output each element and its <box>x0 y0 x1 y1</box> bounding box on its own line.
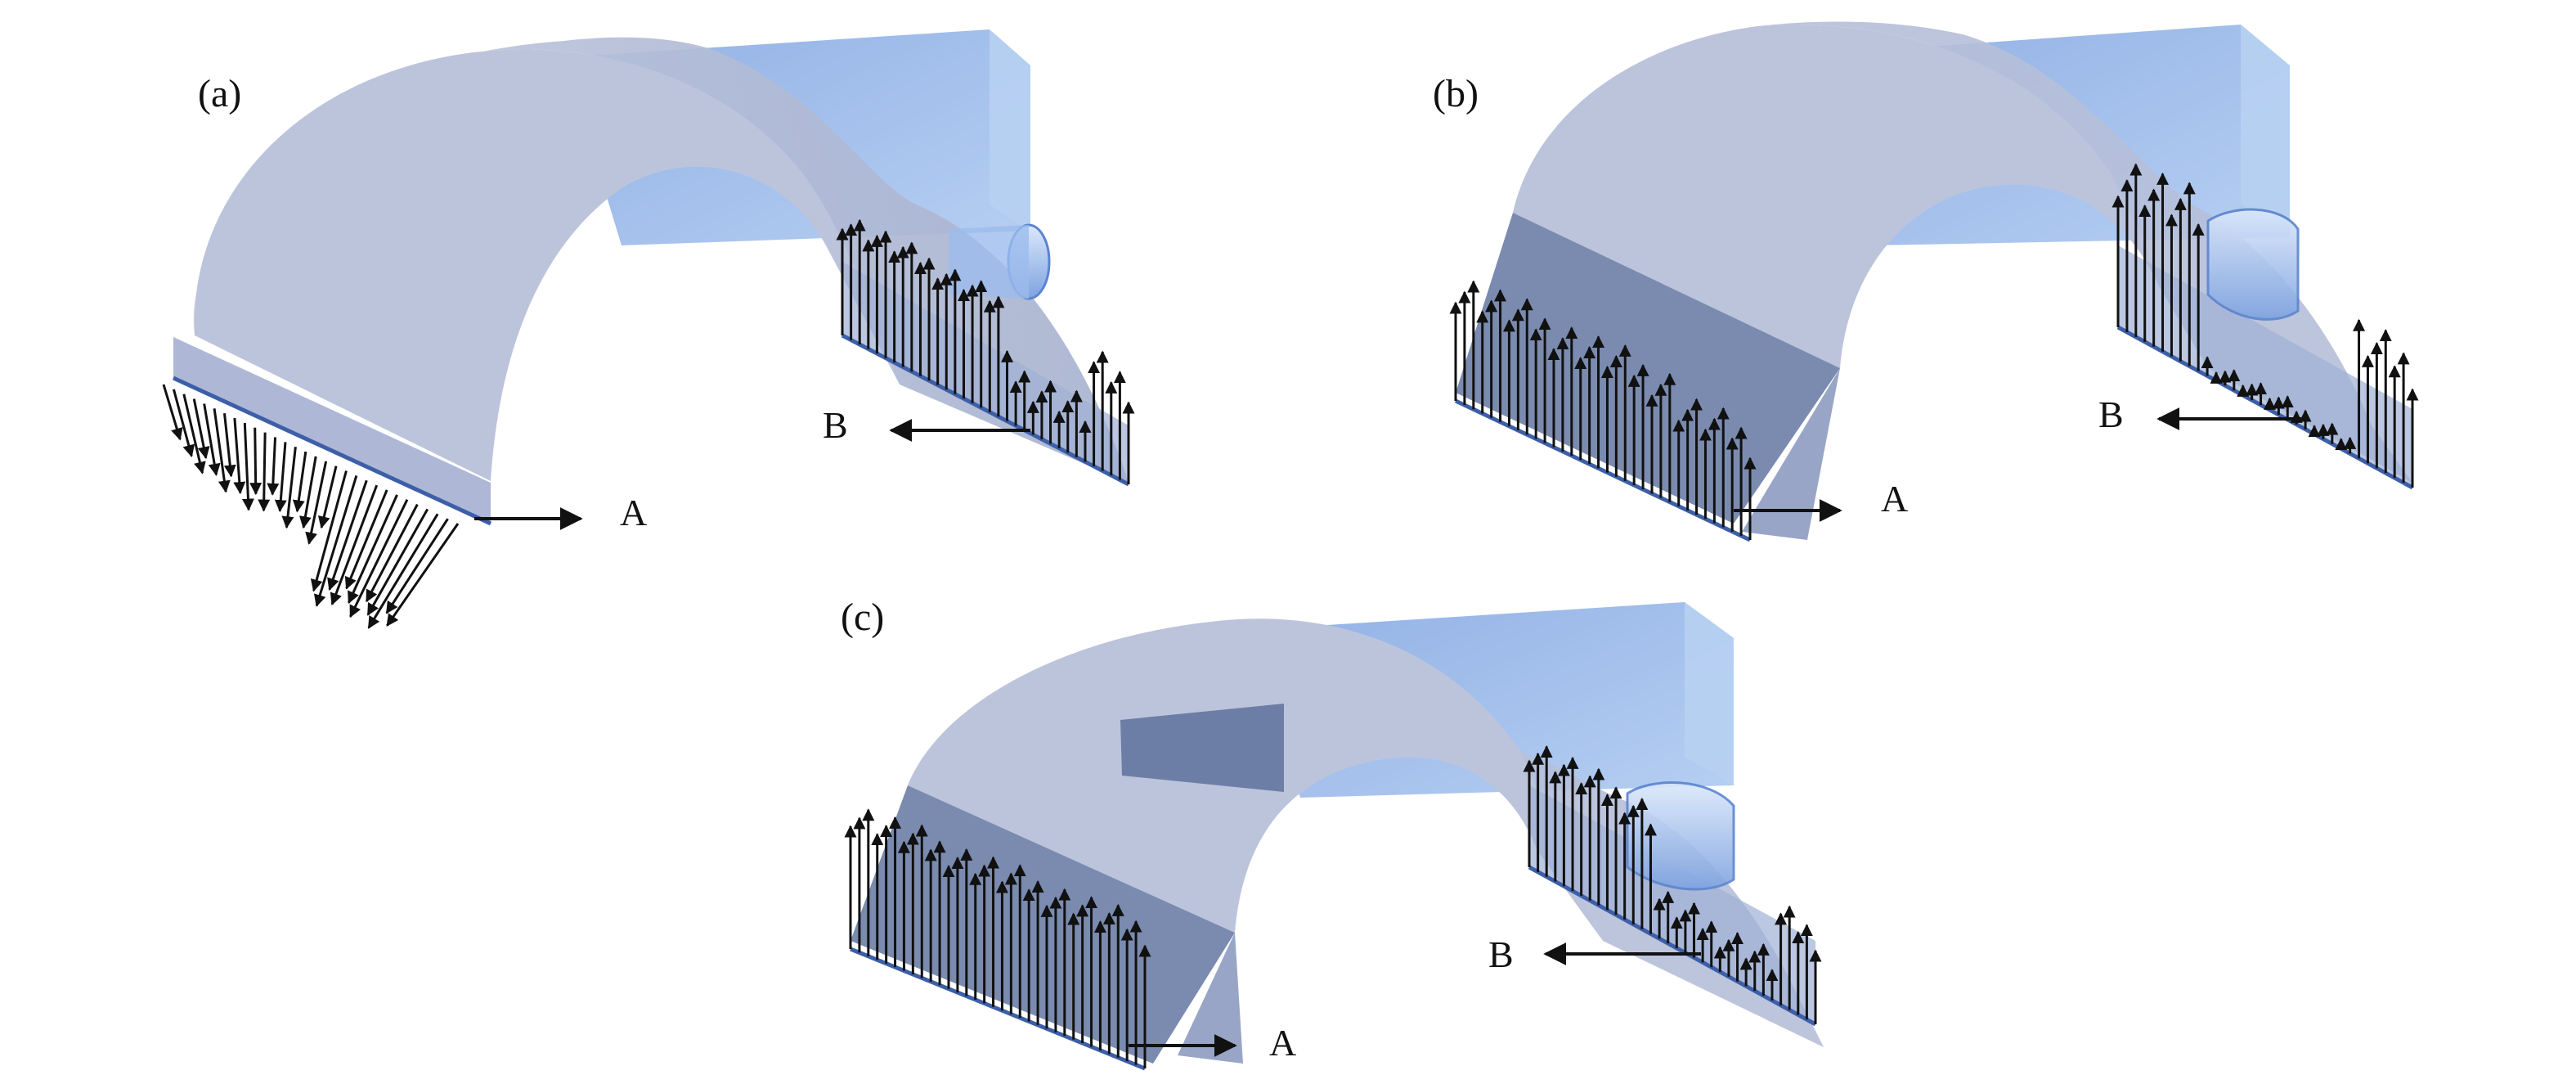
outlet-a-label: A <box>1269 1022 1296 1064</box>
velocity-vectors-outlet-b <box>2112 163 2419 488</box>
velocity-vector <box>182 394 206 475</box>
outlet-line-a <box>1454 398 1752 542</box>
velocity-vector <box>213 408 231 493</box>
velocity-vector <box>365 503 419 603</box>
velocity-vectors-outlet-a <box>844 808 1151 1068</box>
velocity-vector <box>281 447 297 529</box>
velocity-vector <box>317 466 338 529</box>
velocity-vectors-outlet-b <box>1523 745 1822 1024</box>
velocity-vector <box>172 389 195 457</box>
velocity-vector <box>241 422 254 511</box>
inlet-baffle <box>850 785 1235 1064</box>
velocity-vector <box>267 437 280 496</box>
inlet-duct-side <box>1685 602 1734 785</box>
outlet-b-wall <box>2118 245 2412 488</box>
velocity-vector <box>386 523 460 627</box>
panel-a: (a) A B <box>162 29 1135 629</box>
panel-b: (b) A B <box>1433 21 2419 542</box>
velocity-vector <box>249 427 263 496</box>
velocity-vector <box>192 398 210 460</box>
outlet-a-label: A <box>620 492 647 533</box>
velocity-vector <box>367 513 439 629</box>
velocity-vector <box>348 494 398 605</box>
inlet-duct-side <box>990 29 1030 231</box>
outlet-b-label: B <box>823 404 848 446</box>
panel-label-c: (c) <box>841 596 884 639</box>
outlet-b-label: B <box>1488 933 1514 975</box>
panel-label-b: (b) <box>1433 72 1479 115</box>
velocity-vector <box>349 499 409 618</box>
inlet-pipe <box>1626 781 1735 891</box>
velocity-vector <box>330 484 379 606</box>
arch-surface <box>1513 25 2208 369</box>
panel-label-a: (a) <box>198 72 241 115</box>
velocity-vector <box>327 479 368 591</box>
velocity-vector <box>222 413 236 478</box>
window-baffle <box>1120 704 1284 792</box>
velocity-vectors-outlet-a <box>1449 280 1757 540</box>
panel-c: (c) A B <box>841 596 1824 1071</box>
velocity-vector <box>385 518 449 614</box>
velocity-vector <box>258 432 271 512</box>
inlet-duct-side <box>2241 25 2290 237</box>
outlet-line-b <box>1528 865 1817 1027</box>
velocity-vectors-outlet-b <box>836 218 1135 484</box>
outlet-line-b <box>841 333 1130 487</box>
velocity-vectors-outlet-a <box>162 384 460 629</box>
velocity-vector <box>298 456 317 529</box>
outlet-line-a <box>172 376 492 526</box>
velocity-vector <box>305 461 328 545</box>
velocity-vector <box>310 470 348 592</box>
velocity-vector <box>233 417 246 495</box>
velocity-vector <box>313 475 358 607</box>
outlet-a-label: A <box>1881 478 1908 520</box>
velocity-vector <box>344 489 388 590</box>
inlet-pipe <box>2206 208 2300 321</box>
velocity-vector <box>274 442 287 513</box>
velocity-vector <box>366 508 429 616</box>
outlet-line-a <box>850 947 1146 1071</box>
outlet-b-wall <box>842 262 1129 484</box>
velocity-vector <box>162 384 183 441</box>
outlet-b-label: B <box>2098 394 2124 435</box>
velocity-vector <box>203 403 221 476</box>
shell-body <box>172 29 1130 526</box>
arch-surface <box>194 49 900 481</box>
shell-body <box>850 602 1824 1071</box>
base-flange-a <box>173 337 491 524</box>
velocity-vector <box>292 451 307 513</box>
